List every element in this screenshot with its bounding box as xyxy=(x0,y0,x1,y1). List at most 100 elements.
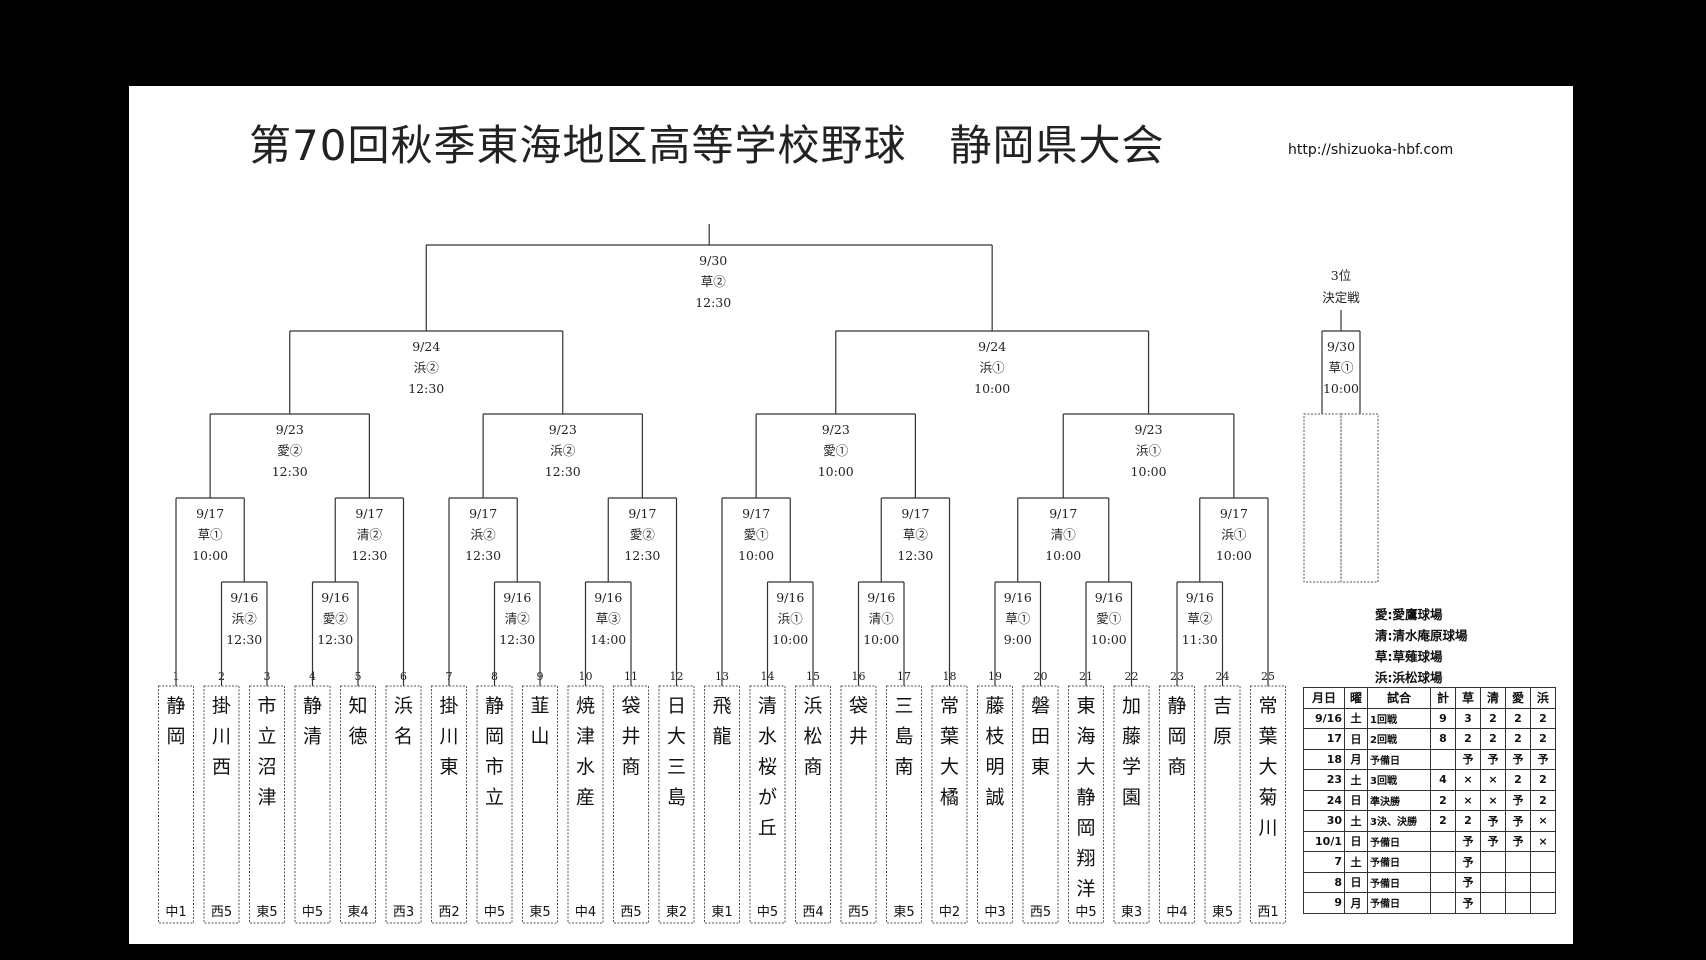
game-round1-venue: 愛② xyxy=(323,611,349,626)
team-region: 東5 xyxy=(256,904,277,920)
team-name-char: 市 xyxy=(485,756,504,778)
game-round2-venue: 愛② xyxy=(630,527,656,542)
game-round1-time: 9:00 xyxy=(1004,632,1032,647)
game-round3-venue: 愛② xyxy=(277,443,303,458)
schedule-cell: 3回戦 xyxy=(1367,769,1431,791)
game-round3-date: 9/23 xyxy=(822,422,850,437)
team-name-char: 島 xyxy=(667,787,686,809)
game-round1-time: 12:30 xyxy=(499,632,535,647)
team-name-char: 東 xyxy=(1076,695,1095,717)
schedule-cell: 予 xyxy=(1480,748,1506,770)
team-name-char: 岡 xyxy=(1076,817,1095,839)
schedule-cell xyxy=(1530,871,1556,893)
schedule-cell: 予 xyxy=(1480,830,1506,852)
team-region: 中4 xyxy=(575,905,596,920)
schedule-cell: 3 xyxy=(1455,707,1481,729)
game-round1-venue: 草③ xyxy=(596,611,622,626)
schedule-cell: 予備日 xyxy=(1367,748,1431,770)
team-name-char: 清 xyxy=(758,695,777,717)
team-name-char: 市 xyxy=(257,695,276,717)
schedule-cell: 予 xyxy=(1505,748,1531,770)
schedule-cell xyxy=(1480,851,1506,873)
team-name-char: 飛 xyxy=(712,695,731,717)
schedule-cell: 日 xyxy=(1344,728,1368,750)
game-round2-date: 9/17 xyxy=(469,506,497,521)
team-slot xyxy=(158,685,194,924)
schedule-cell: 2 xyxy=(1480,707,1506,729)
schedule-cell: 2 xyxy=(1455,728,1481,750)
schedule-cell: 予 xyxy=(1505,810,1531,832)
team-name-char: 沼 xyxy=(257,756,276,778)
team-name-char: 韮 xyxy=(530,695,549,717)
game-round1-date: 9/16 xyxy=(867,590,895,605)
game-semifinal-venue: 浜② xyxy=(414,360,440,375)
game-round2-date: 9/17 xyxy=(196,506,224,521)
game-round3-date: 9/23 xyxy=(276,422,304,437)
schedule-cell xyxy=(1505,871,1531,893)
schedule-cell: 予備日 xyxy=(1367,892,1431,914)
schedule-cell xyxy=(1430,748,1456,770)
team-name-char: 知 xyxy=(348,695,367,717)
team-region: 西1 xyxy=(1257,905,1278,920)
game-semifinal-venue: 浜① xyxy=(980,360,1006,375)
team-name-char: 三 xyxy=(667,756,686,778)
schedule-cell: 17 xyxy=(1303,728,1345,750)
schedule-cell: 2 xyxy=(1455,810,1481,832)
team-slot xyxy=(340,685,376,924)
team-name-char: 川 xyxy=(212,726,231,748)
game-round2-venue: 浜② xyxy=(471,527,497,542)
team-slot xyxy=(294,685,331,924)
game-round1-date: 9/16 xyxy=(1095,590,1123,605)
team-slot xyxy=(795,685,831,924)
schedule-cell: 18 xyxy=(1303,748,1345,770)
team-name-char: 袋 xyxy=(849,695,868,717)
game-round3-venue: 浜② xyxy=(550,443,576,458)
team-region: 東2 xyxy=(666,904,687,920)
game-round2-time: 12:30 xyxy=(624,548,660,563)
schedule-cell xyxy=(1430,830,1456,852)
schedule-cell: 2 xyxy=(1530,789,1556,811)
game-round2-date: 9/17 xyxy=(742,506,770,521)
team-name-char: 葉 xyxy=(1258,726,1277,748)
team-name-char: が xyxy=(758,787,777,809)
game-round2-venue: 草① xyxy=(198,527,224,542)
team-region: 西5 xyxy=(620,905,641,920)
third-place-slot xyxy=(1340,413,1379,583)
schedule-cell: 土 xyxy=(1344,851,1368,873)
team-name-char: 学 xyxy=(1122,756,1141,778)
team-name-char: 山 xyxy=(530,726,549,748)
schedule-cell: 予備日 xyxy=(1367,871,1431,893)
team-name-char: 津 xyxy=(576,726,595,748)
schedule-cell: 土 xyxy=(1344,810,1368,832)
team-region: 中4 xyxy=(1166,905,1187,920)
legend-item: 浜:浜松球場 xyxy=(1375,670,1443,685)
schedule-cell: × xyxy=(1530,810,1556,832)
game-round1-time: 11:30 xyxy=(1182,632,1218,647)
team-slot xyxy=(704,685,740,924)
game-round2-date: 9/17 xyxy=(355,506,383,521)
schedule-cell: 2 xyxy=(1480,728,1506,750)
team-name-char: 吉 xyxy=(1213,695,1232,717)
team-slot xyxy=(431,685,467,924)
team-name-char: 川 xyxy=(1258,817,1277,839)
team-name-char: 大 xyxy=(667,726,686,748)
schedule-cell: 4 xyxy=(1430,769,1456,791)
team-region: 東3 xyxy=(1121,904,1142,920)
team-name-char: 大 xyxy=(1076,756,1095,778)
schedule-cell: 土 xyxy=(1344,707,1368,729)
schedule-cell: 準決勝 xyxy=(1367,789,1431,811)
schedule-header-cell: 清 xyxy=(1480,687,1506,709)
schedule-cell: 予 xyxy=(1455,851,1481,873)
team-region: 西3 xyxy=(393,905,414,920)
team-name-char: 島 xyxy=(894,726,913,748)
team-slot xyxy=(385,685,422,924)
game-round2-venue: 清② xyxy=(357,527,383,542)
team-name-char: 立 xyxy=(485,787,504,809)
schedule-cell: 9/16 xyxy=(1303,707,1345,729)
schedule-cell: 月 xyxy=(1344,892,1368,914)
